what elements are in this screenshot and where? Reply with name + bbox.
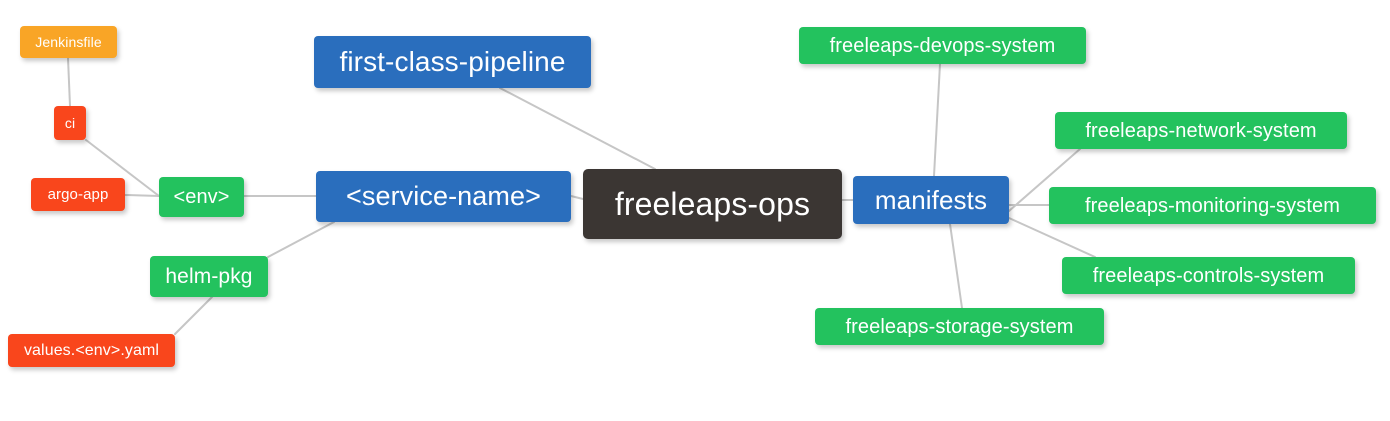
node-label-manifests: manifests [874,185,988,215]
node-label-freeleaps-controls-system: freeleaps-controls-system [1092,264,1325,287]
node-label-freeleaps-devops-system: freeleaps-devops-system [829,34,1056,57]
edge-jenkinsfile-to-ci [67,57,71,107]
node-label-ci: ci [64,115,76,131]
node-service-name[interactable]: <service-name> [316,171,571,222]
edge-manifests-to-freeleaps-devops-system [933,63,941,177]
node-label-freeleaps-monitoring-system: freeleaps-monitoring-system [1084,194,1340,217]
node-env[interactable]: <env> [159,177,244,217]
node-label-first-class-pipeline: first-class-pipeline [339,46,566,77]
node-label-service-name: <service-name> [346,181,541,211]
node-freeleaps-devops-system[interactable]: freeleaps-devops-system [799,27,1086,64]
node-freeleaps-controls-system[interactable]: freeleaps-controls-system [1062,257,1355,294]
edge-service-name-to-freeleaps-ops [570,195,584,200]
node-label-freeleaps-storage-system: freeleaps-storage-system [845,315,1074,338]
node-label-values-yaml: values.<env>.yaml [23,341,160,359]
edge-helm-pkg-to-service-name [267,221,335,258]
node-label-env: <env> [173,186,230,208]
node-freeleaps-ops[interactable]: freeleaps-ops [583,169,842,239]
node-first-class-pipeline[interactable]: first-class-pipeline [314,36,591,88]
node-argo-app[interactable]: argo-app [31,178,125,211]
edge-first-class-pipeline-to-freeleaps-ops [499,87,656,170]
node-manifests[interactable]: manifests [853,176,1009,224]
node-freeleaps-network-system[interactable]: freeleaps-network-system [1055,112,1347,149]
node-label-freeleaps-ops: freeleaps-ops [614,186,811,222]
edge-manifests-to-freeleaps-storage-system [949,223,963,309]
node-ci[interactable]: ci [54,106,86,140]
node-label-freeleaps-network-system: freeleaps-network-system [1085,119,1317,142]
node-freeleaps-monitoring-system[interactable]: freeleaps-monitoring-system [1049,187,1376,224]
node-label-jenkinsfile: Jenkinsfile [35,34,102,50]
edge-values-yaml-to-helm-pkg [174,296,213,335]
node-jenkinsfile[interactable]: Jenkinsfile [20,26,117,58]
node-helm-pkg[interactable]: helm-pkg [150,256,268,297]
node-values-yaml[interactable]: values.<env>.yaml [8,334,175,367]
node-label-helm-pkg: helm-pkg [165,265,253,288]
node-freeleaps-storage-system[interactable]: freeleaps-storage-system [815,308,1104,345]
node-label-argo-app: argo-app [47,186,109,203]
edge-argo-app-to-env [124,194,160,197]
